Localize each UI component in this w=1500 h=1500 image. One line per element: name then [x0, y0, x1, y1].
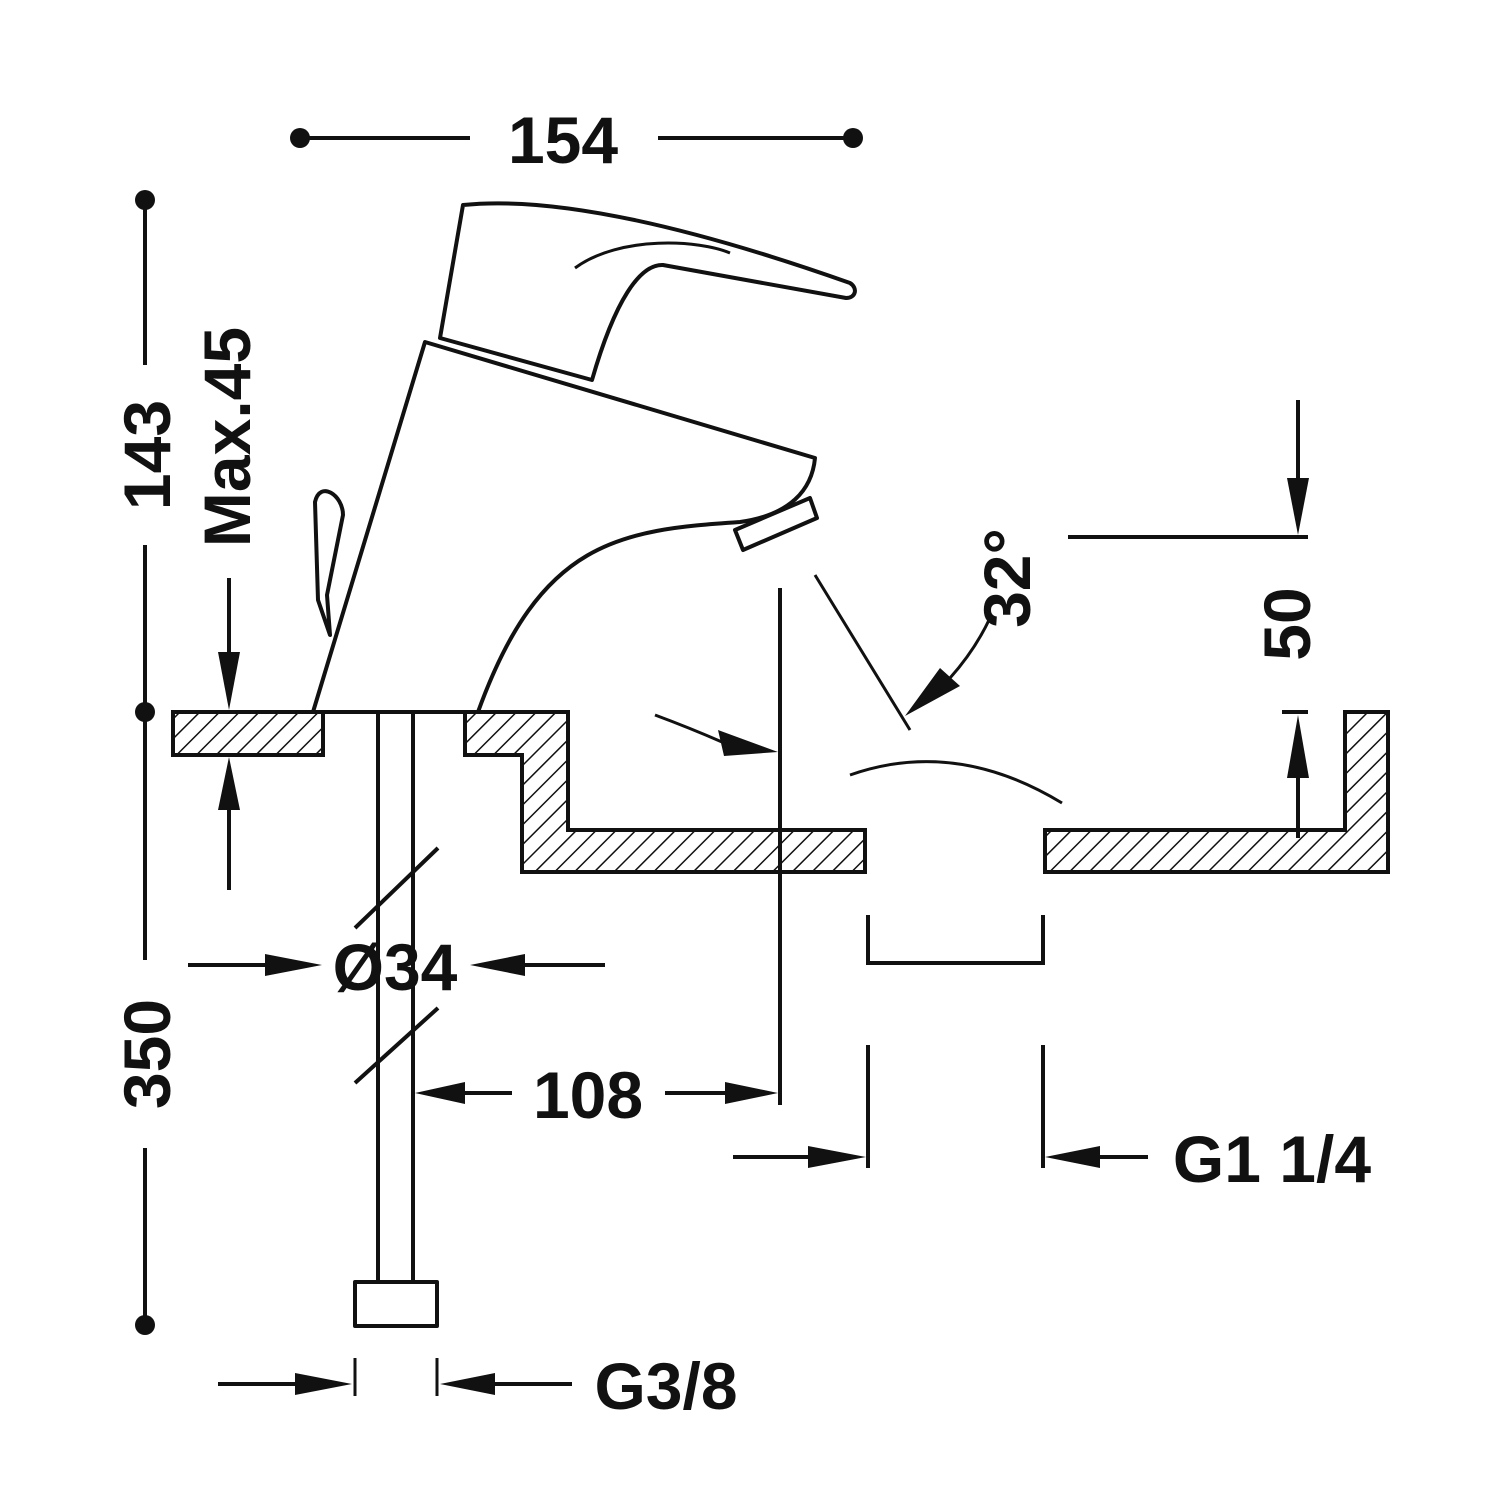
arrow-down-left-icon — [905, 668, 960, 716]
dimension-height-143: 143 — [110, 190, 184, 722]
label-reach: 108 — [533, 1058, 643, 1132]
pop-up-knob — [313, 489, 345, 637]
dimension-hose-350: 350 — [110, 712, 184, 1335]
arrow-right-icon — [295, 1373, 352, 1395]
arrow-up-icon — [1287, 715, 1309, 778]
dimension-depth-50: 50 — [1068, 400, 1324, 838]
label-deck-max: Max.45 — [190, 327, 264, 547]
arrow-left-icon — [1045, 1146, 1100, 1168]
flow-arrow — [654, 713, 778, 756]
label-supply-thread: G3/8 — [594, 1349, 737, 1423]
arrow-right-icon — [725, 1082, 778, 1104]
label-hose-length: 350 — [110, 999, 184, 1109]
arrow-down-icon — [1287, 478, 1309, 535]
arrow-down-icon — [218, 652, 240, 710]
arrow-right-icon — [718, 730, 778, 756]
dimension-reach-108: 108 — [415, 588, 782, 1132]
arrow-right-icon — [265, 954, 322, 976]
lever-detail — [574, 241, 731, 270]
arrow-left-icon — [470, 954, 525, 976]
dimension-waste-g114: G1 1/4 — [733, 1045, 1371, 1196]
arrow-up-icon — [218, 757, 240, 810]
arrow-left-icon — [440, 1373, 495, 1395]
supply-hose — [353, 712, 440, 1328]
dimension-deck-max45: Max.45 — [190, 327, 264, 890]
drain-body — [866, 915, 1045, 965]
countertop-section — [171, 710, 867, 874]
dimension-diameter-34: Ø34 — [188, 930, 605, 1004]
faucet-spout — [311, 340, 817, 714]
arrow-left-icon — [415, 1082, 465, 1104]
lever-handle — [438, 201, 857, 382]
label-waste-thread: G1 1/4 — [1173, 1122, 1371, 1196]
faucet-body — [311, 201, 857, 714]
hose-connector — [353, 1280, 439, 1328]
dimension-width-154: 154 — [290, 103, 863, 177]
basin-drain-arc — [849, 760, 1063, 805]
label-height: 143 — [110, 400, 184, 510]
label-diameter: Ø34 — [333, 930, 458, 1004]
aerator — [733, 496, 819, 552]
dimension-angle-32: 32° — [813, 528, 1044, 731]
label-angle: 32° — [970, 528, 1044, 628]
label-depth: 50 — [1250, 587, 1324, 660]
dimension-supply-g38: G3/8 — [218, 1349, 738, 1423]
basin-section — [849, 710, 1390, 965]
label-width: 154 — [508, 103, 618, 177]
arrow-right-icon — [808, 1146, 866, 1168]
